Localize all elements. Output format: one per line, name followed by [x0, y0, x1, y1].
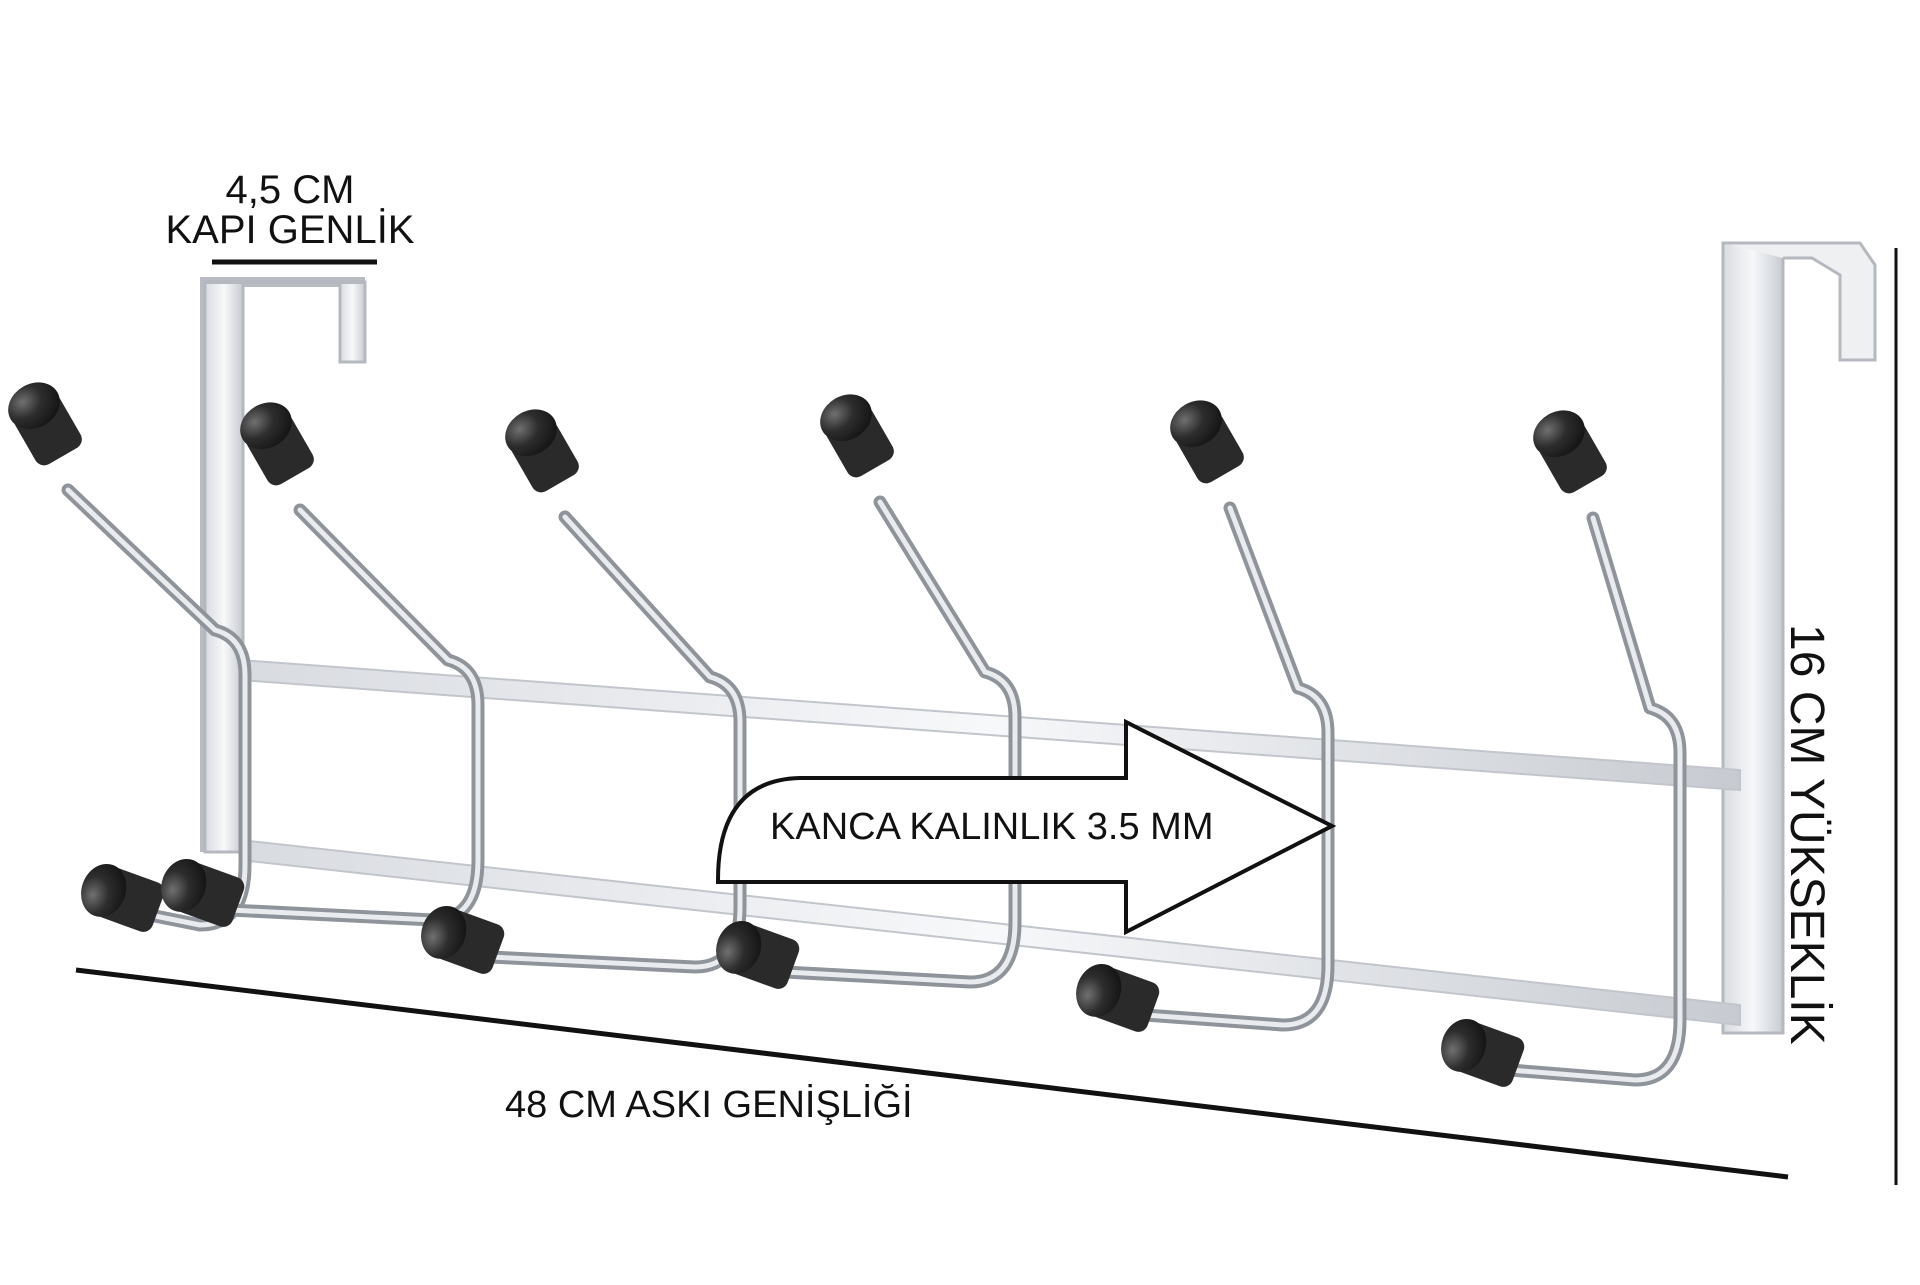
hook-wire-highlight [782, 499, 1018, 985]
hooks-group [8, 382, 1687, 1087]
hook-bottom-knob [1076, 963, 1160, 1032]
hook-bottom-knob [716, 920, 800, 989]
door-width-value: 4,5 CM [225, 168, 355, 212]
door-width-caption: KAPI GENLİK [165, 208, 415, 252]
left-door-bracket [200, 277, 367, 854]
thickness-arrow [716, 718, 1337, 936]
hook-bottom-knob [161, 858, 245, 927]
hook-wire-highlight [487, 514, 743, 970]
hook-6 [1441, 410, 1687, 1087]
hook-5 [1076, 400, 1335, 1032]
hook-wire-highlight [1142, 505, 1331, 1028]
rack-width-dimension-line [75, 967, 1789, 1180]
hook-bottom-knob [81, 863, 165, 932]
hook-top-knob [8, 382, 82, 466]
hook-3 [421, 409, 747, 974]
hook-4 [716, 394, 1022, 989]
rack-height-label: 16 CM YÜKSEKLİK [1780, 624, 1833, 1045]
hook-bottom-knob [1441, 1018, 1525, 1087]
right-door-bracket [1721, 241, 1877, 1035]
hook-top-knob [240, 402, 314, 486]
hook-wire-highlight [1507, 515, 1683, 1083]
rack-width-label: 48 CM ASKI GENİŞLİĞİ [505, 1084, 913, 1126]
hook-bottom-knob [421, 905, 505, 974]
hook-top-knob [820, 394, 894, 478]
hook-top-knob [1170, 400, 1244, 484]
hook-top-knob [505, 409, 579, 493]
hook-thickness-label: KANCA KALINLIK 3.5 MM [770, 806, 1214, 848]
hook-top-knob [1533, 410, 1607, 494]
